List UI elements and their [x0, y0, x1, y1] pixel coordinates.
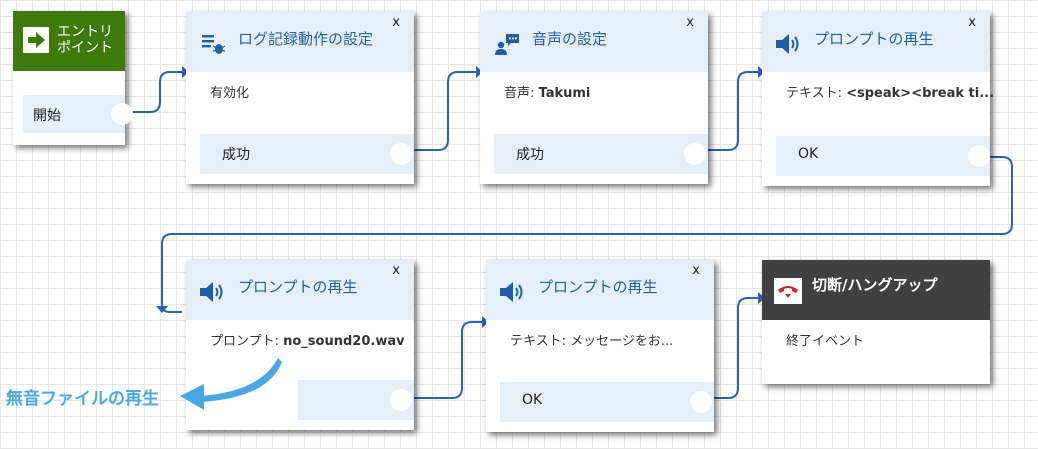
entry-point-header: エントリポイント — [13, 11, 125, 71]
arrowhead-prompt2 — [156, 306, 168, 313]
connector-voice-to-prompt1 — [706, 71, 758, 151]
annotation-arrow — [180, 358, 282, 410]
voice-body-value: Takumi — [538, 86, 591, 101]
disconnect-node[interactable]: 切断/ハングアップ 終了イベント — [762, 260, 990, 384]
log-list-icon — [202, 35, 226, 54]
prompt1-body-value: <speak><break ti... — [846, 86, 995, 101]
prompt2-output-port[interactable] — [298, 380, 414, 420]
voice-success-port[interactable]: 成功 — [494, 134, 708, 174]
log-success-port[interactable]: 成功 — [200, 134, 414, 174]
prompt1-body-label: テキスト: — [786, 86, 847, 101]
prompt1-close-button[interactable]: x — [968, 15, 976, 30]
connector-entry-to-log — [123, 71, 182, 113]
entry-point-node[interactable]: エントリポイント 開始 — [13, 11, 133, 145]
prompt3-body: テキスト: メッセージをお... — [510, 334, 674, 349]
voice-success-dot[interactable] — [684, 143, 706, 165]
arrow-right-icon — [23, 27, 49, 53]
entry-port-label: 開始 — [33, 108, 61, 124]
voice-settings-title: 音声の設定 — [532, 30, 608, 48]
prompt1-body: テキスト: <speak><break ti... — [786, 82, 994, 101]
voice-settings-node[interactable]: 音声の設定 x 音声: Takumi 成功 — [480, 12, 708, 184]
prompt2-title: プロンプトの再生 — [238, 278, 358, 296]
annotation-text: 無音ファイルの再生 — [6, 389, 159, 409]
connector-log-to-voice — [411, 71, 476, 151]
prompt1-ok-label: OK — [798, 146, 819, 162]
disconnect-body: 終了イベント — [786, 334, 865, 349]
prompt1-node[interactable]: プロンプトの再生 x テキスト: <speak><break ti... OK — [762, 12, 994, 186]
voice-body-label: 音声: — [504, 86, 539, 101]
arrowhead-prompt3 — [482, 316, 489, 328]
speaker-icon — [776, 34, 799, 54]
prompt1-ok-port[interactable]: OK — [776, 136, 990, 176]
prompt2-header — [186, 260, 414, 320]
prompt3-title: プロンプトの再生 — [538, 278, 658, 296]
log-settings-node[interactable]: ログ記録動作の設定 x 有効化 成功 — [186, 12, 414, 184]
prompt3-ok-label: OK — [522, 392, 543, 408]
prompt2-body-value: no_sound20.wav — [283, 334, 405, 349]
entry-port[interactable]: 開始 — [23, 95, 133, 133]
prompt2-body: プロンプト: no_sound20.wav — [210, 330, 405, 349]
prompt2-body-label: プロンプト: — [210, 334, 284, 349]
phone-hangup-icon — [774, 278, 802, 304]
person-speech-icon — [495, 34, 519, 55]
log-settings-body: 有効化 — [210, 86, 250, 101]
prompt3-ok-port[interactable]: OK — [500, 382, 714, 422]
log-settings-title: ログ記録動作の設定 — [238, 30, 374, 48]
prompt3-close-button[interactable]: x — [692, 263, 700, 278]
entry-port-dot[interactable] — [111, 103, 133, 125]
voice-settings-body: 音声: Takumi — [504, 82, 590, 101]
prompt2-close-button[interactable]: x — [392, 263, 400, 278]
speaker-icon — [200, 282, 223, 302]
voice-success-label: 成功 — [516, 147, 544, 163]
arrowhead-disconnect — [758, 292, 765, 304]
voice-settings-close-button[interactable]: x — [686, 15, 694, 30]
log-success-label: 成功 — [222, 147, 250, 163]
arrowhead-prompt1 — [758, 66, 765, 78]
connector-prompt3-to-disconnect — [711, 297, 758, 399]
log-success-dot[interactable] — [390, 143, 412, 165]
prompt3-header — [486, 260, 714, 320]
entry-point-title: エントリポイント — [57, 24, 113, 56]
prompt2-node[interactable]: プロンプトの再生 x プロンプト: no_sound20.wav — [186, 260, 414, 430]
prompt1-ok-dot[interactable] — [968, 145, 990, 167]
disconnect-title: 切断/ハングアップ — [812, 276, 938, 294]
prompt3-ok-dot[interactable] — [690, 391, 712, 413]
connector-prompt2-to-prompt3 — [411, 321, 482, 399]
prompt1-header — [762, 12, 990, 72]
arrowhead-log — [182, 66, 189, 78]
prompt3-node[interactable]: プロンプトの再生 x テキスト: メッセージをお... OK — [486, 260, 714, 432]
speaker-icon — [500, 282, 523, 302]
log-settings-header — [186, 12, 414, 72]
arrowhead-voice — [476, 66, 483, 78]
log-settings-close-button[interactable]: x — [392, 15, 400, 30]
prompt1-title: プロンプトの再生 — [814, 30, 934, 48]
prompt2-output-dot[interactable] — [390, 389, 412, 411]
